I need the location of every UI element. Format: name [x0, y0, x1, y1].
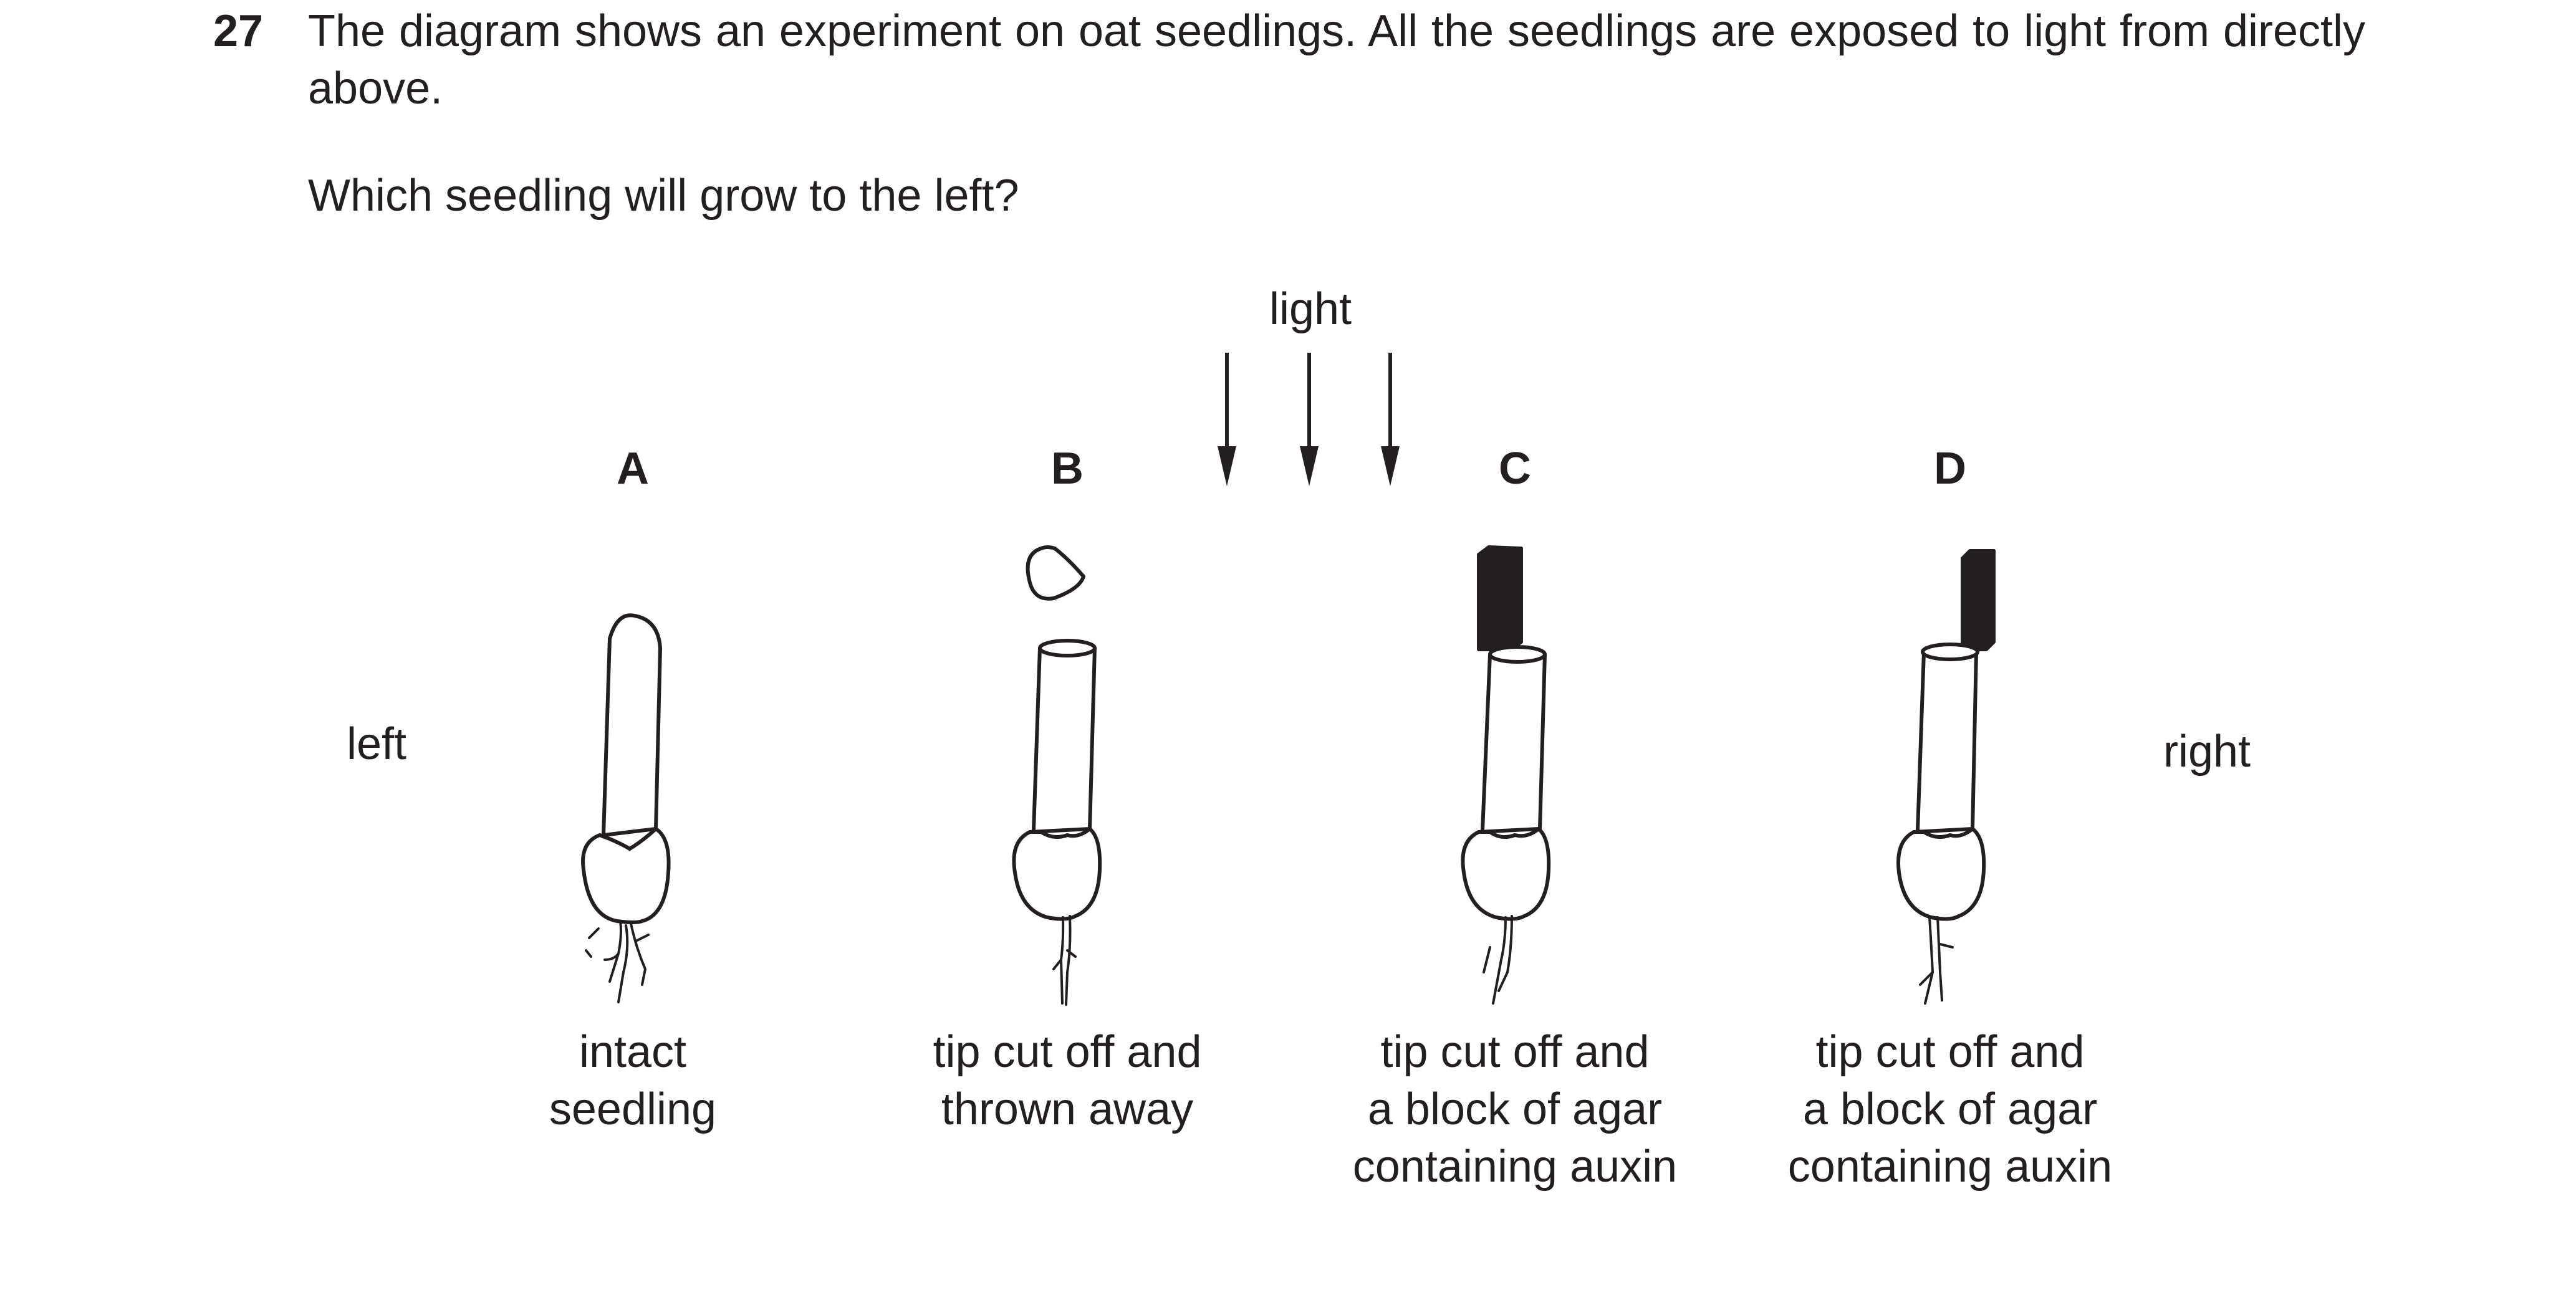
light-label: light [1269, 284, 1352, 334]
caption-line: tip cut off and [1815, 1027, 2085, 1077]
seedling-d [1896, 549, 1996, 1005]
agar-block-d [1961, 557, 1988, 651]
caption-line: intact [579, 1027, 687, 1077]
agar-block-c [1477, 553, 1513, 651]
right-label: right [2163, 727, 2251, 777]
seedling-c [1461, 545, 1551, 1005]
seedling-b-caption: tip cut off and thrown away [933, 1023, 1202, 1138]
removed-tip [1026, 545, 1085, 601]
caption-line: tip cut off and [933, 1027, 1202, 1077]
seedling-b-letter: B [1051, 444, 1084, 494]
caption-line: seedling [549, 1084, 717, 1134]
seedling-d-caption: tip cut off and a block of agar containi… [1788, 1023, 2112, 1195]
seedling-a-letter: A [617, 444, 649, 494]
light-arrow-3 [1381, 353, 1400, 486]
seedling-b [1012, 545, 1102, 1006]
light-arrow-2 [1300, 353, 1319, 486]
caption-line: containing auxin [1787, 1142, 2113, 1192]
question-stem: The diagram shows an experiment on oat s… [308, 6, 2365, 113]
question-prompt: Which seedling will grow to the left? [308, 171, 1019, 221]
light-arrow-1 [1218, 353, 1236, 486]
caption-line: tip cut off and [1380, 1027, 1650, 1077]
seedling-c-letter: C [1499, 444, 1531, 494]
question-number: 27 [213, 6, 264, 56]
left-label: left [347, 719, 407, 769]
caption-line: containing auxin [1352, 1142, 1678, 1192]
light-arrows [1218, 353, 1400, 486]
seedling-a-caption: intact seedling [549, 1023, 716, 1138]
caption-line: thrown away [941, 1084, 1194, 1134]
seedling-d-letter: D [1934, 444, 1966, 494]
seedling-c-caption: tip cut off and a block of agar containi… [1353, 1023, 1677, 1195]
caption-line: a block of agar [1367, 1084, 1663, 1134]
caption-line: a block of agar [1802, 1084, 2098, 1134]
seedling-a [581, 613, 671, 1003]
